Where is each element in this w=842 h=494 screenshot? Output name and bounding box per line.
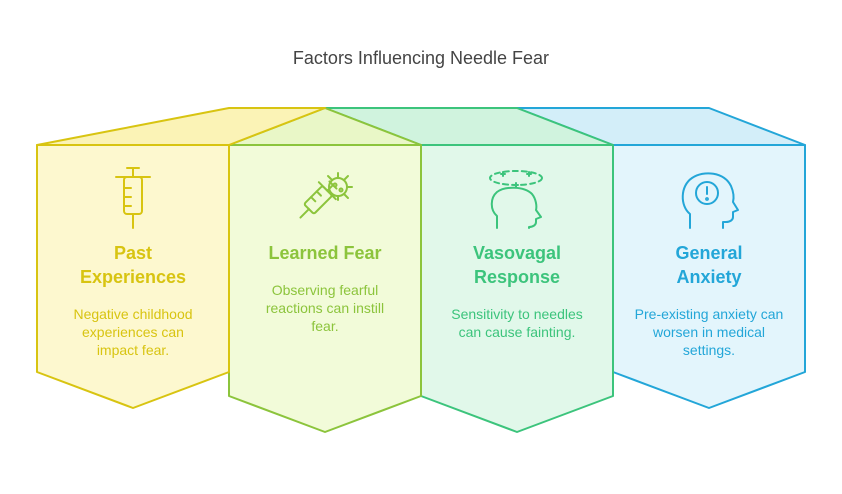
syringe-virus-icon xyxy=(299,172,353,219)
dizzy-head-icon xyxy=(489,170,543,229)
factor-heading-1: Past Experiences xyxy=(79,243,187,287)
factor-heading-3: Vasovagal Response xyxy=(472,243,562,287)
panel-body-1 xyxy=(36,144,230,409)
syringe-icon xyxy=(115,167,151,229)
diagram-title: Factors Influencing Needle Fear xyxy=(292,48,550,68)
factor-panel-4 xyxy=(516,107,806,409)
factor-description-2: Observing fearful reactions can instill … xyxy=(265,282,385,334)
factor-description-3: Sensitivity to needles can cause faintin… xyxy=(451,306,583,340)
factor-heading-4: General Anxiety xyxy=(675,243,743,287)
head-alert-icon xyxy=(681,172,739,229)
factor-panel-1 xyxy=(36,107,326,409)
factor-panel-2 xyxy=(228,107,422,433)
factor-heading-2: Learned Fear xyxy=(268,243,382,263)
factor-description-1: Negative childhood experiences can impac… xyxy=(73,306,193,358)
factor-description-4: Pre-existing anxiety can worsen in medic… xyxy=(634,306,784,358)
